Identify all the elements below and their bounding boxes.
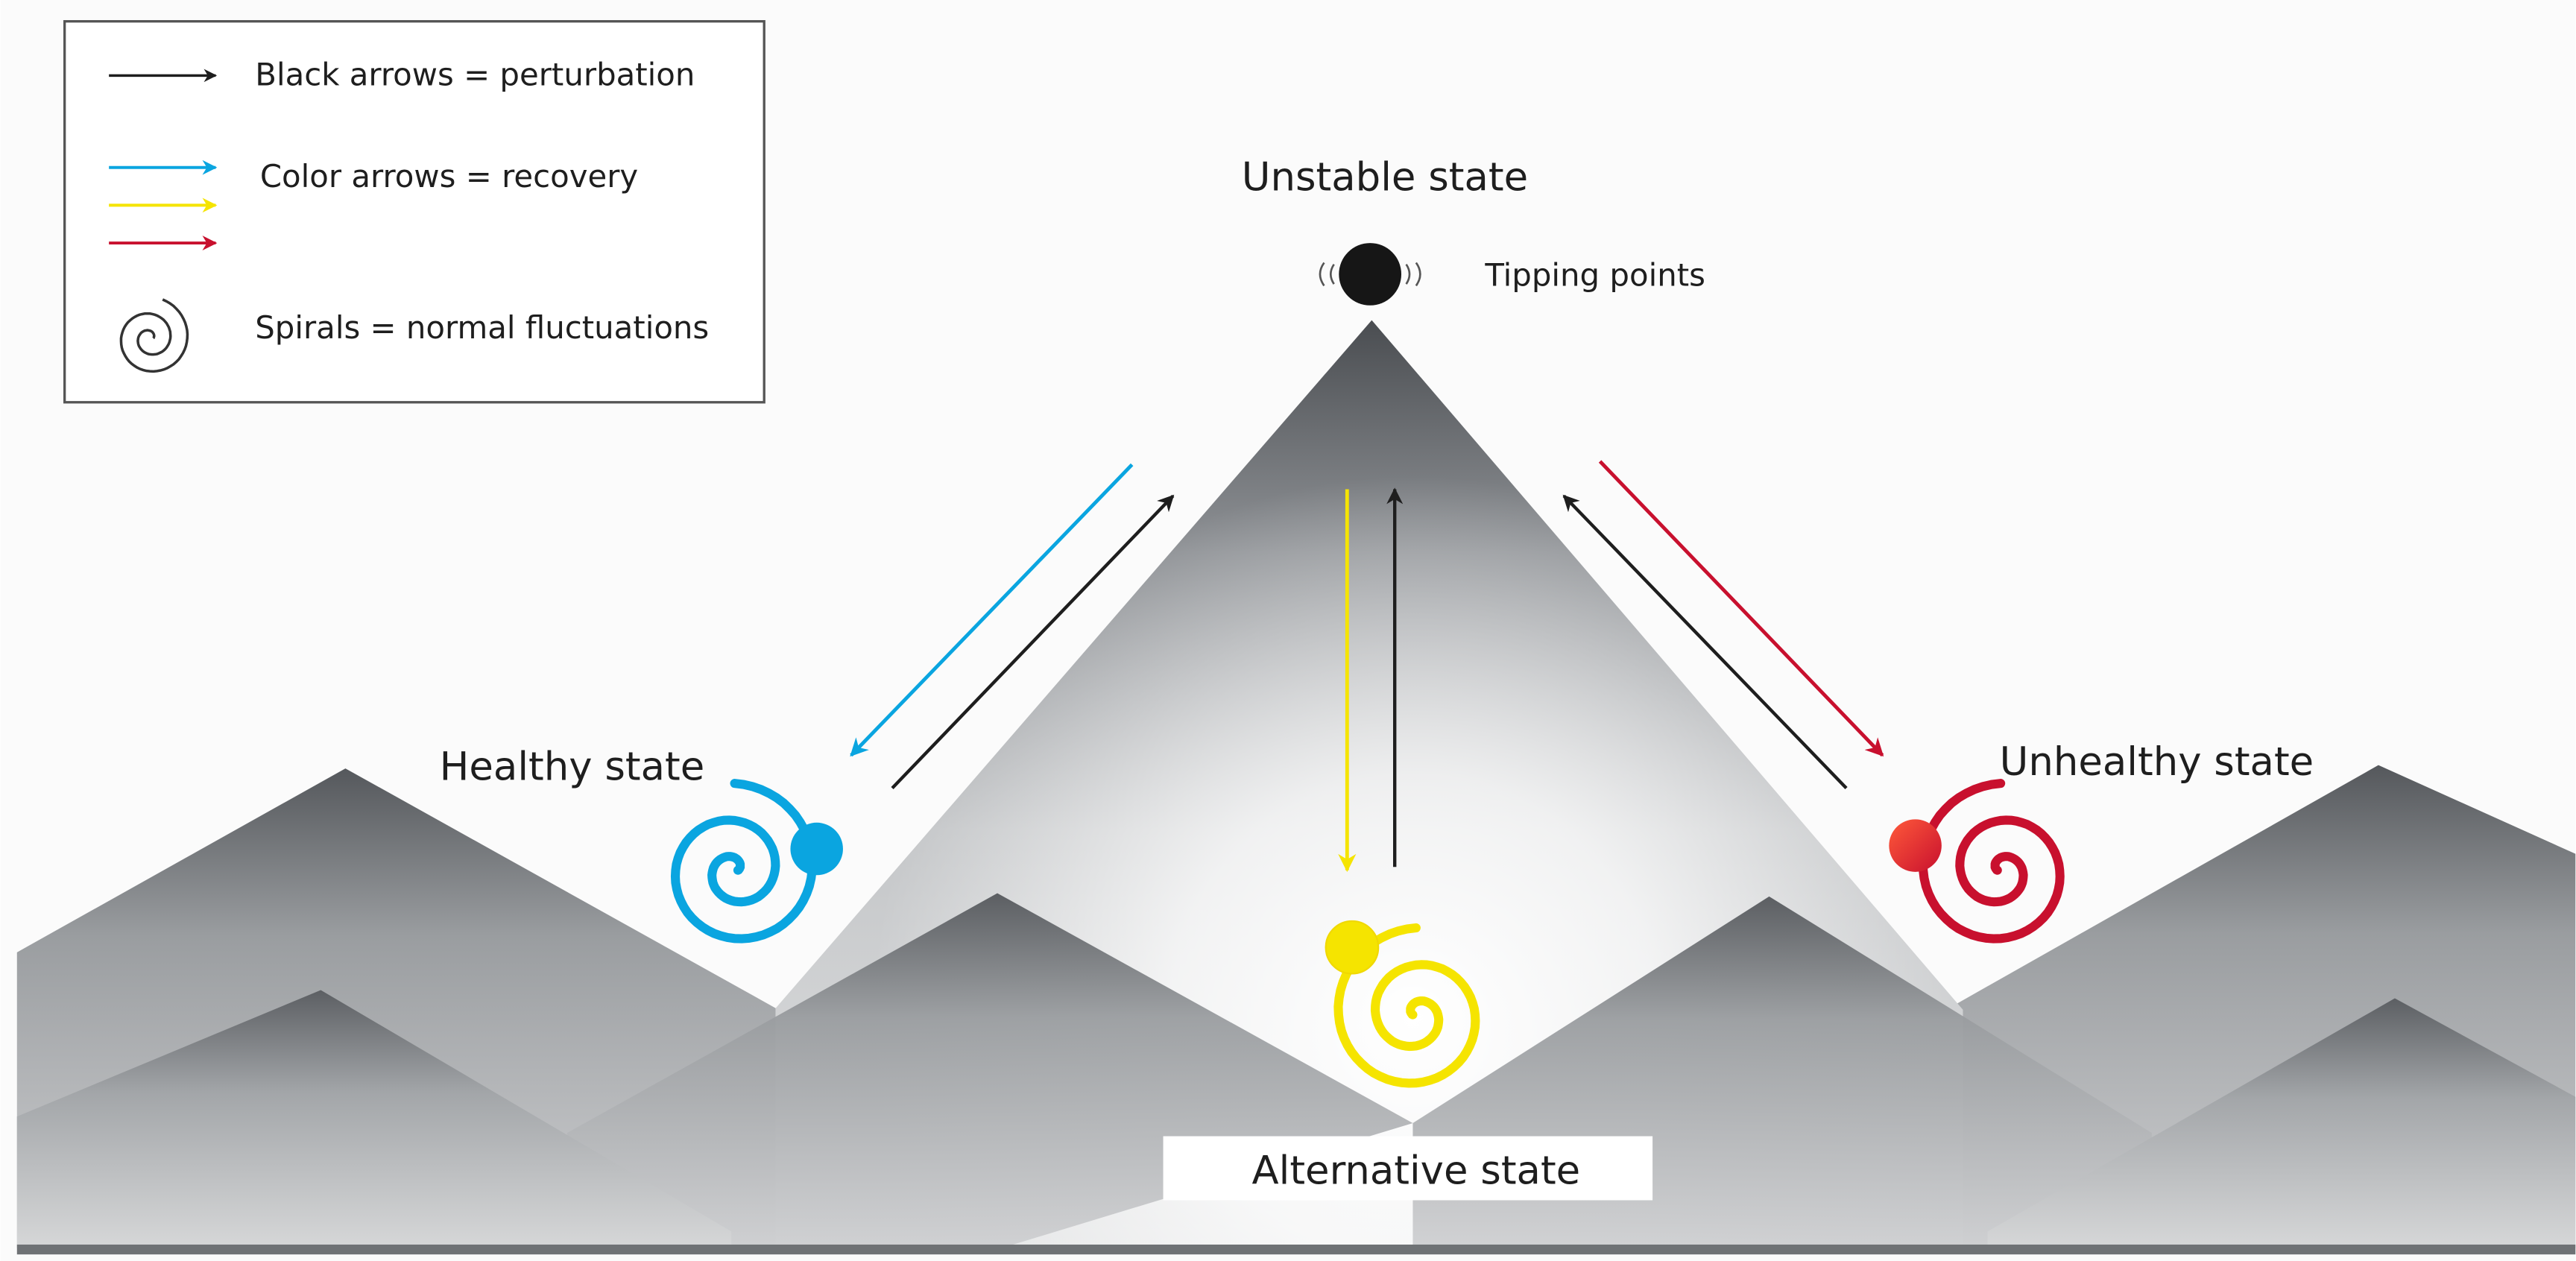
legend-spirals-text: Spirals = normal fluctuations [255,309,709,346]
healthy-spiral-icon [670,779,818,944]
unstable-state-group: Unstable state Tipping points [1242,155,1705,306]
wobble-left-icon [1319,262,1335,287]
legend-box [63,19,765,404]
alternative-state-group: Alternative state [1163,920,1653,1201]
transition-arrows [850,460,1884,873]
unhealthy-perturbation-arrow [1562,494,1848,790]
alternative-spiral-icon [1333,923,1480,1088]
ball-icon [1339,243,1402,306]
unhealthy-ball-icon [1889,819,1942,872]
alternative-state-box [1163,1136,1653,1201]
unstable-state-label: Unstable state [1242,155,1528,200]
tipping-points-label: Tipping points [1484,256,1705,293]
alternative-ball-icon [1325,920,1380,975]
legend-recovery-text: Color arrows = recovery [260,158,638,195]
legend-perturbation-text: Black arrows = perturbation [255,57,695,93]
legend: Black arrows = perturbation Color arrows… [63,19,765,404]
unhealthy-spiral-icon [1918,779,2065,944]
wobble-right-icon [1405,262,1421,287]
ground-line [16,1244,2576,1255]
healthy-ball-icon [790,822,843,876]
healthy-state-label: Healthy state [440,744,705,789]
spiral-icon [119,298,189,373]
healthy-perturbation-arrow [891,494,1175,790]
unhealthy-recovery-arrow [1598,460,1884,757]
healthy-state-group: Healthy state [440,744,843,944]
unhealthy-state-group: Unhealthy state [1889,739,2314,944]
hill-front-left [16,990,732,1248]
hill-front-right [1987,998,2576,1248]
unhealthy-state-label: Unhealthy state [2000,739,2314,785]
healthy-recovery-arrow [850,463,1134,757]
alternative-state-label: Alternative state [1251,1148,1580,1193]
landscape [16,320,2576,1255]
